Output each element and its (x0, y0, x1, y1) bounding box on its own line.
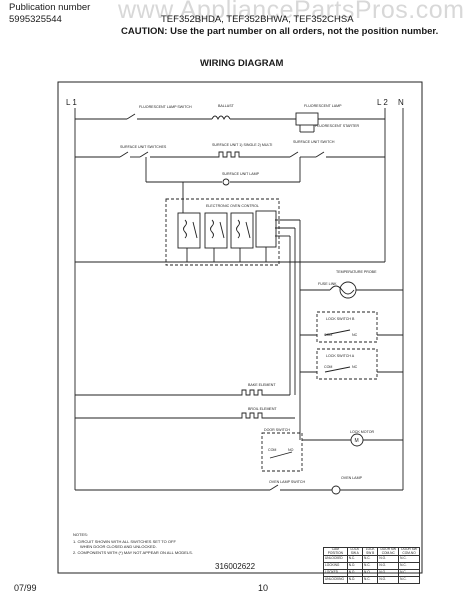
fuse-link-label: FUSE LINK (318, 282, 337, 286)
note-1b: WHEN DOOR CLOSED AND UNLOCKED. (80, 544, 157, 549)
lock-b-nc-label: NC (352, 333, 358, 337)
line-l1-label: L 1 (66, 98, 77, 107)
note-2: 2. COMPONENTS WITH (*) MAY NOT APPEAR ON… (73, 550, 193, 555)
surface-unit-switch-label: SURFACE UNIT SWITCH (293, 140, 335, 144)
lock-b-com-label: COM (324, 333, 333, 337)
fluorescent-lamp-switch-label: FLUORESCENT LAMP SWITCH (139, 105, 192, 109)
diagram-number: 316002622 (215, 562, 256, 571)
control-terminal-block (255, 210, 277, 248)
line-l2-label: L 2 (377, 98, 388, 107)
surface-unit-switch-detail-label: SURFACE UNIT 1) SINGLE 2) MULTI (212, 143, 273, 147)
oven-lamp-symbol (331, 485, 341, 495)
door-com-label: COM (268, 448, 277, 452)
fluorescent-starter-label: FLUORESCENT STARTER (315, 124, 360, 128)
oven-lamp-label: OVEN LAMP (341, 476, 362, 480)
table-cell: N.C. (361, 576, 379, 585)
table-header-row: CAM POSITION LOCK SW A LOCK SW B DOOR SW… (323, 546, 420, 557)
footer-page: 10 (258, 583, 269, 593)
electronic-oven-control-label: ELECTRONIC OVEN CONTROL (206, 204, 259, 208)
watermark-text: www.AppliancePartsPros.com (118, 0, 463, 24)
notes-title: NOTES: (73, 532, 88, 537)
diagram-title: WIRING DIAGRAM (200, 58, 284, 69)
model-numbers: TEF352BHDA, TEF352BHWA, TEF352CHSA (161, 14, 354, 25)
relay-3 (230, 212, 254, 249)
door-switch-label: DOOR SWITCH (264, 428, 290, 432)
lock-switch-a-label: LOCK SWITCH A (326, 354, 355, 358)
surface-unit-lamp-label: SURFACE UNIT LAMP (222, 172, 260, 176)
temperature-probe-label: TEMPERATURE PROBE (336, 270, 377, 274)
fluorescent-lamp-tube (295, 112, 319, 126)
fluorescent-switch-contact (126, 113, 136, 120)
lock-motor-label: LOCK MOTOR (350, 430, 375, 434)
lock-a-nc-label: NC (352, 365, 358, 369)
surface-unit-switches-label: SURFACE UNIT SWITCHES (120, 145, 167, 149)
table-row: UNLOCKING N.O. N.C. N.O. N.C. (323, 576, 420, 585)
door-no-label: NO (288, 448, 294, 452)
publication-label: Publication number (9, 2, 91, 13)
lock-switch-a-box (316, 348, 378, 380)
line-n-label: N (398, 98, 404, 107)
footer-date: 07/99 (14, 583, 37, 593)
surface-element-pattern (215, 151, 243, 158)
broil-element-pattern (238, 412, 266, 419)
lock-switch-b-label: LOCK SWITCH B (326, 317, 355, 321)
diagram-border (57, 81, 423, 574)
surface-lamp-symbol (222, 178, 230, 186)
caution-text: CAUTION: Use the part number on all orde… (121, 26, 439, 37)
oven-lamp-switch-label: OVEN LAMP SWITCH (269, 480, 306, 484)
svg-text:M: M (355, 438, 359, 444)
table-cell: N.C. (398, 576, 420, 585)
lock-switch-b-box (316, 311, 378, 343)
publication-number: 5995325544 (9, 14, 62, 25)
bake-element-pattern (238, 389, 266, 396)
temperature-probe-coil (329, 285, 355, 295)
table-header: DOOR SW COM-NO (398, 546, 420, 557)
broil-element-label: BROIL ELEMENT (248, 407, 277, 411)
ballast-coil (211, 115, 231, 121)
door-switch-box (261, 432, 303, 472)
note-1: 1. CIRCUIT SHOWN WITH ALL SWITCHES SET T… (73, 539, 176, 544)
relay-2 (204, 212, 228, 249)
ballast-label: BALLAST (218, 104, 234, 108)
relay-1 (177, 212, 201, 249)
lock-a-com-label: COM (324, 365, 333, 369)
table-header: LOCK SW B (361, 546, 379, 557)
bake-element-label: BAKE ELEMENT (248, 383, 276, 387)
fluorescent-lamp-label: FLUORESCENT LAMP (304, 104, 342, 108)
oven-control-box (165, 198, 280, 266)
